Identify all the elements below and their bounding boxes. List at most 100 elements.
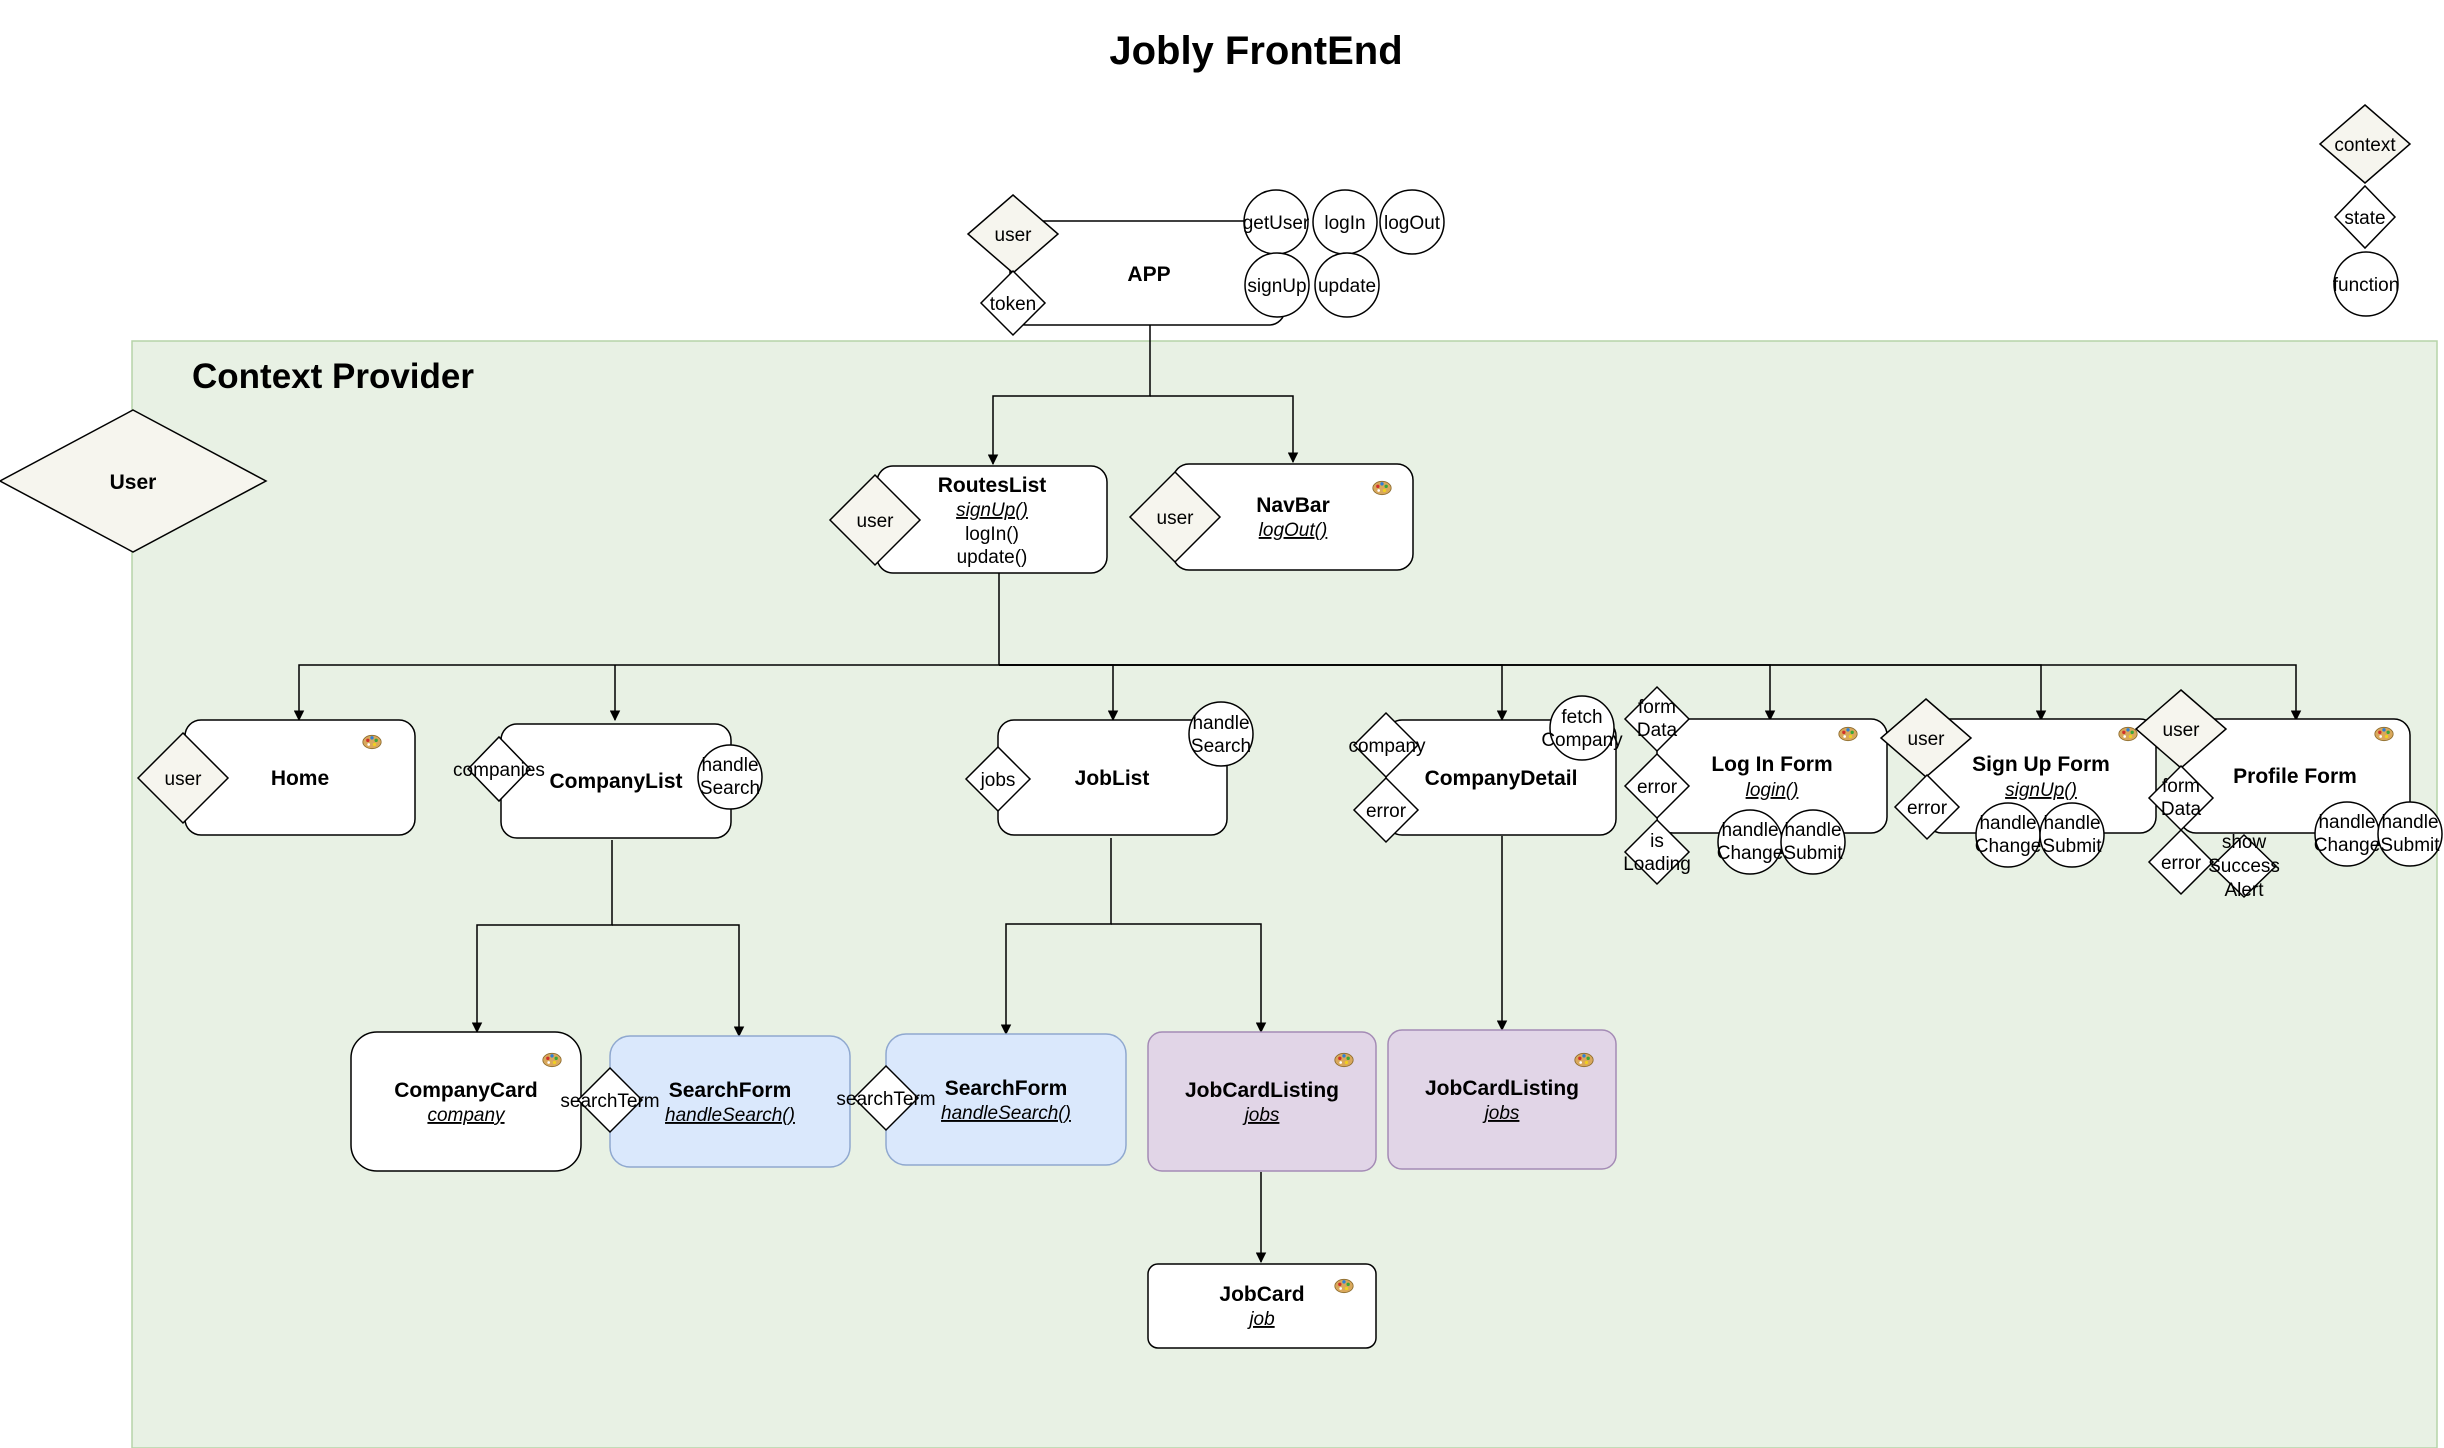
- company-detail-name: CompanyDetail: [1425, 767, 1578, 790]
- routes-list-prop-update: update(): [957, 547, 1028, 568]
- company-detail-state-error: [1352, 776, 1420, 844]
- company-list-node[interactable]: CompanyList companies handle Search: [453, 723, 763, 839]
- legend-state-diamond: [2333, 184, 2397, 250]
- job-card-listing-node-1[interactable]: JobCardListing jobs: [1147, 1031, 1377, 1172]
- login-form-fn-handle-submit: [1780, 809, 1846, 875]
- search-form-state-2: [852, 1064, 920, 1132]
- profile-form-fn-change-line1: handle: [2318, 812, 2375, 833]
- login-form-node[interactable]: Log In Form login() form Data error is L…: [1623, 685, 1888, 886]
- signup-form-state-error-label: error: [1907, 798, 1948, 819]
- app-fn-update-label: update: [1318, 276, 1376, 297]
- navbar-name: NavBar: [1256, 494, 1330, 517]
- app-fn-login-label: logIn: [1324, 213, 1365, 234]
- signup-form-fn-change-line1: handle: [1979, 813, 2036, 834]
- palette-icon: [1334, 1052, 1354, 1068]
- routes-list-node[interactable]: RoutesList signUp() logIn() update() use…: [828, 465, 1108, 574]
- signup-form-name: Sign Up Form: [1972, 753, 2110, 776]
- profile-form-alert-line3: Alert: [2224, 880, 2264, 901]
- search-form-state-label-2: searchTerm: [836, 1089, 935, 1110]
- company-detail-fn-line1: fetch: [1561, 707, 1602, 728]
- context-provider-label: Context Provider: [192, 357, 474, 396]
- login-form-state-error: [1623, 752, 1691, 820]
- search-form-name-1: SearchForm: [669, 1079, 792, 1102]
- legend: context state function: [2318, 104, 2412, 317]
- job-card-listing-box-2: [1387, 1029, 1617, 1170]
- signup-form-state-error: [1893, 773, 1961, 841]
- legend-context-label: context: [2334, 135, 2396, 156]
- routes-list-prop-login: logIn(): [965, 524, 1019, 545]
- user-context-diamond: [0, 409, 268, 553]
- job-card-listing-name-2: JobCardListing: [1425, 1077, 1579, 1100]
- profile-form-fn-submit-line1: handle: [2381, 812, 2438, 833]
- company-detail-node[interactable]: CompanyDetail company error fetch Compan…: [1348, 695, 1623, 844]
- profile-form-state-show-success-alert: [2210, 833, 2278, 899]
- login-form-fn-change-line1: handle: [1721, 820, 1778, 841]
- app-node[interactable]: APP user token getUser logIn logOut sign…: [966, 189, 1445, 337]
- company-list-state: [466, 735, 532, 803]
- job-list-state: [964, 745, 1032, 813]
- profile-form-fn-handle-submit: [2377, 801, 2443, 867]
- legend-function-label: function: [2333, 275, 2400, 296]
- legend-function-circle: [2333, 251, 2399, 317]
- profile-form-node[interactable]: Profile Form user form Data error show S…: [2134, 689, 2443, 901]
- company-list-fn-line1: handle: [701, 755, 758, 776]
- palette-icon: [2118, 726, 2138, 742]
- profile-form-fn-change-line2: Change: [2314, 835, 2381, 856]
- app-state-token-label: token: [990, 294, 1036, 315]
- login-form-fn-submit-line1: handle: [1784, 820, 1841, 841]
- job-list-node[interactable]: JobList jobs handle Search: [964, 701, 1254, 836]
- search-form-prop-2: handleSearch(): [941, 1103, 1071, 1124]
- signup-form-node[interactable]: Sign Up Form signUp() user error handle …: [1879, 698, 2157, 868]
- job-card-node[interactable]: JobCard job: [1147, 1263, 1377, 1349]
- search-form-prop-1: handleSearch(): [665, 1105, 795, 1126]
- profile-form-state-formdata-line2: Data: [2161, 799, 2202, 820]
- home-node[interactable]: Home user: [136, 719, 416, 836]
- login-form-state-isloading-line1: is: [1650, 831, 1664, 852]
- profile-form-alert-line1: show: [2222, 832, 2267, 853]
- palette-icon: [1574, 1052, 1594, 1068]
- login-form-prop: login(): [1746, 780, 1799, 801]
- job-list-state-label: jobs: [980, 770, 1016, 791]
- login-form-state-formdata-line1: form: [1638, 697, 1676, 718]
- profile-form-state-error: [2147, 828, 2215, 896]
- login-form-fn-submit-line2: Submit: [1783, 843, 1843, 864]
- company-card-node[interactable]: CompanyCard company: [350, 1031, 582, 1172]
- search-form-state-1: [576, 1066, 644, 1134]
- company-detail-state-company-label: company: [1348, 736, 1426, 757]
- legend-state-label: state: [2344, 208, 2385, 229]
- profile-form-state-formdata-line1: form: [2162, 776, 2200, 797]
- login-form-name: Log In Form: [1711, 753, 1832, 776]
- home-context-user: [136, 731, 230, 825]
- signup-form-fn-submit-line1: handle: [2043, 813, 2100, 834]
- palette-icon: [1838, 726, 1858, 742]
- company-list-fn-handle-search: [697, 744, 763, 810]
- navbar-prop: logOut(): [1259, 520, 1328, 541]
- login-form-state-formdata: [1623, 685, 1691, 753]
- palette-icon: [2374, 726, 2394, 742]
- company-detail-fn-line2: Company: [1541, 730, 1623, 751]
- login-form-fn-change-line2: Change: [1717, 843, 1784, 864]
- home-context-label: user: [165, 769, 203, 790]
- job-card-name: JobCard: [1219, 1283, 1304, 1306]
- company-detail-fn-fetch-company: [1549, 695, 1615, 761]
- company-list-state-label: companies: [453, 760, 545, 781]
- search-form-node-1[interactable]: SearchForm handleSearch() searchTerm: [560, 1035, 851, 1168]
- routes-list-prop-signup: signUp(): [956, 500, 1028, 521]
- palette-icon: [362, 734, 382, 750]
- job-list-fn-line1: handle: [1192, 713, 1249, 734]
- search-form-name-2: SearchForm: [945, 1077, 1068, 1100]
- navbar-context-user: [1128, 470, 1222, 564]
- app-fn-signup: [1244, 252, 1310, 318]
- company-detail-state-error-label: error: [1366, 801, 1407, 822]
- app-fn-signup-label: signUp: [1247, 276, 1306, 297]
- job-card-listing-prop-2: jobs: [1482, 1103, 1520, 1124]
- job-card-listing-node-2[interactable]: JobCardListing jobs: [1387, 1029, 1617, 1170]
- app-name: APP: [1127, 263, 1170, 286]
- user-context-label: User: [110, 471, 157, 494]
- job-card-prop: job: [1246, 1309, 1274, 1330]
- search-form-node-2[interactable]: SearchForm handleSearch() searchTerm: [836, 1033, 1127, 1166]
- navbar-context-label: user: [1157, 508, 1195, 529]
- navbar-node[interactable]: NavBar logOut() user: [1128, 463, 1414, 571]
- signup-form-prop: signUp(): [2005, 780, 2077, 801]
- palette-icon: [1372, 480, 1392, 496]
